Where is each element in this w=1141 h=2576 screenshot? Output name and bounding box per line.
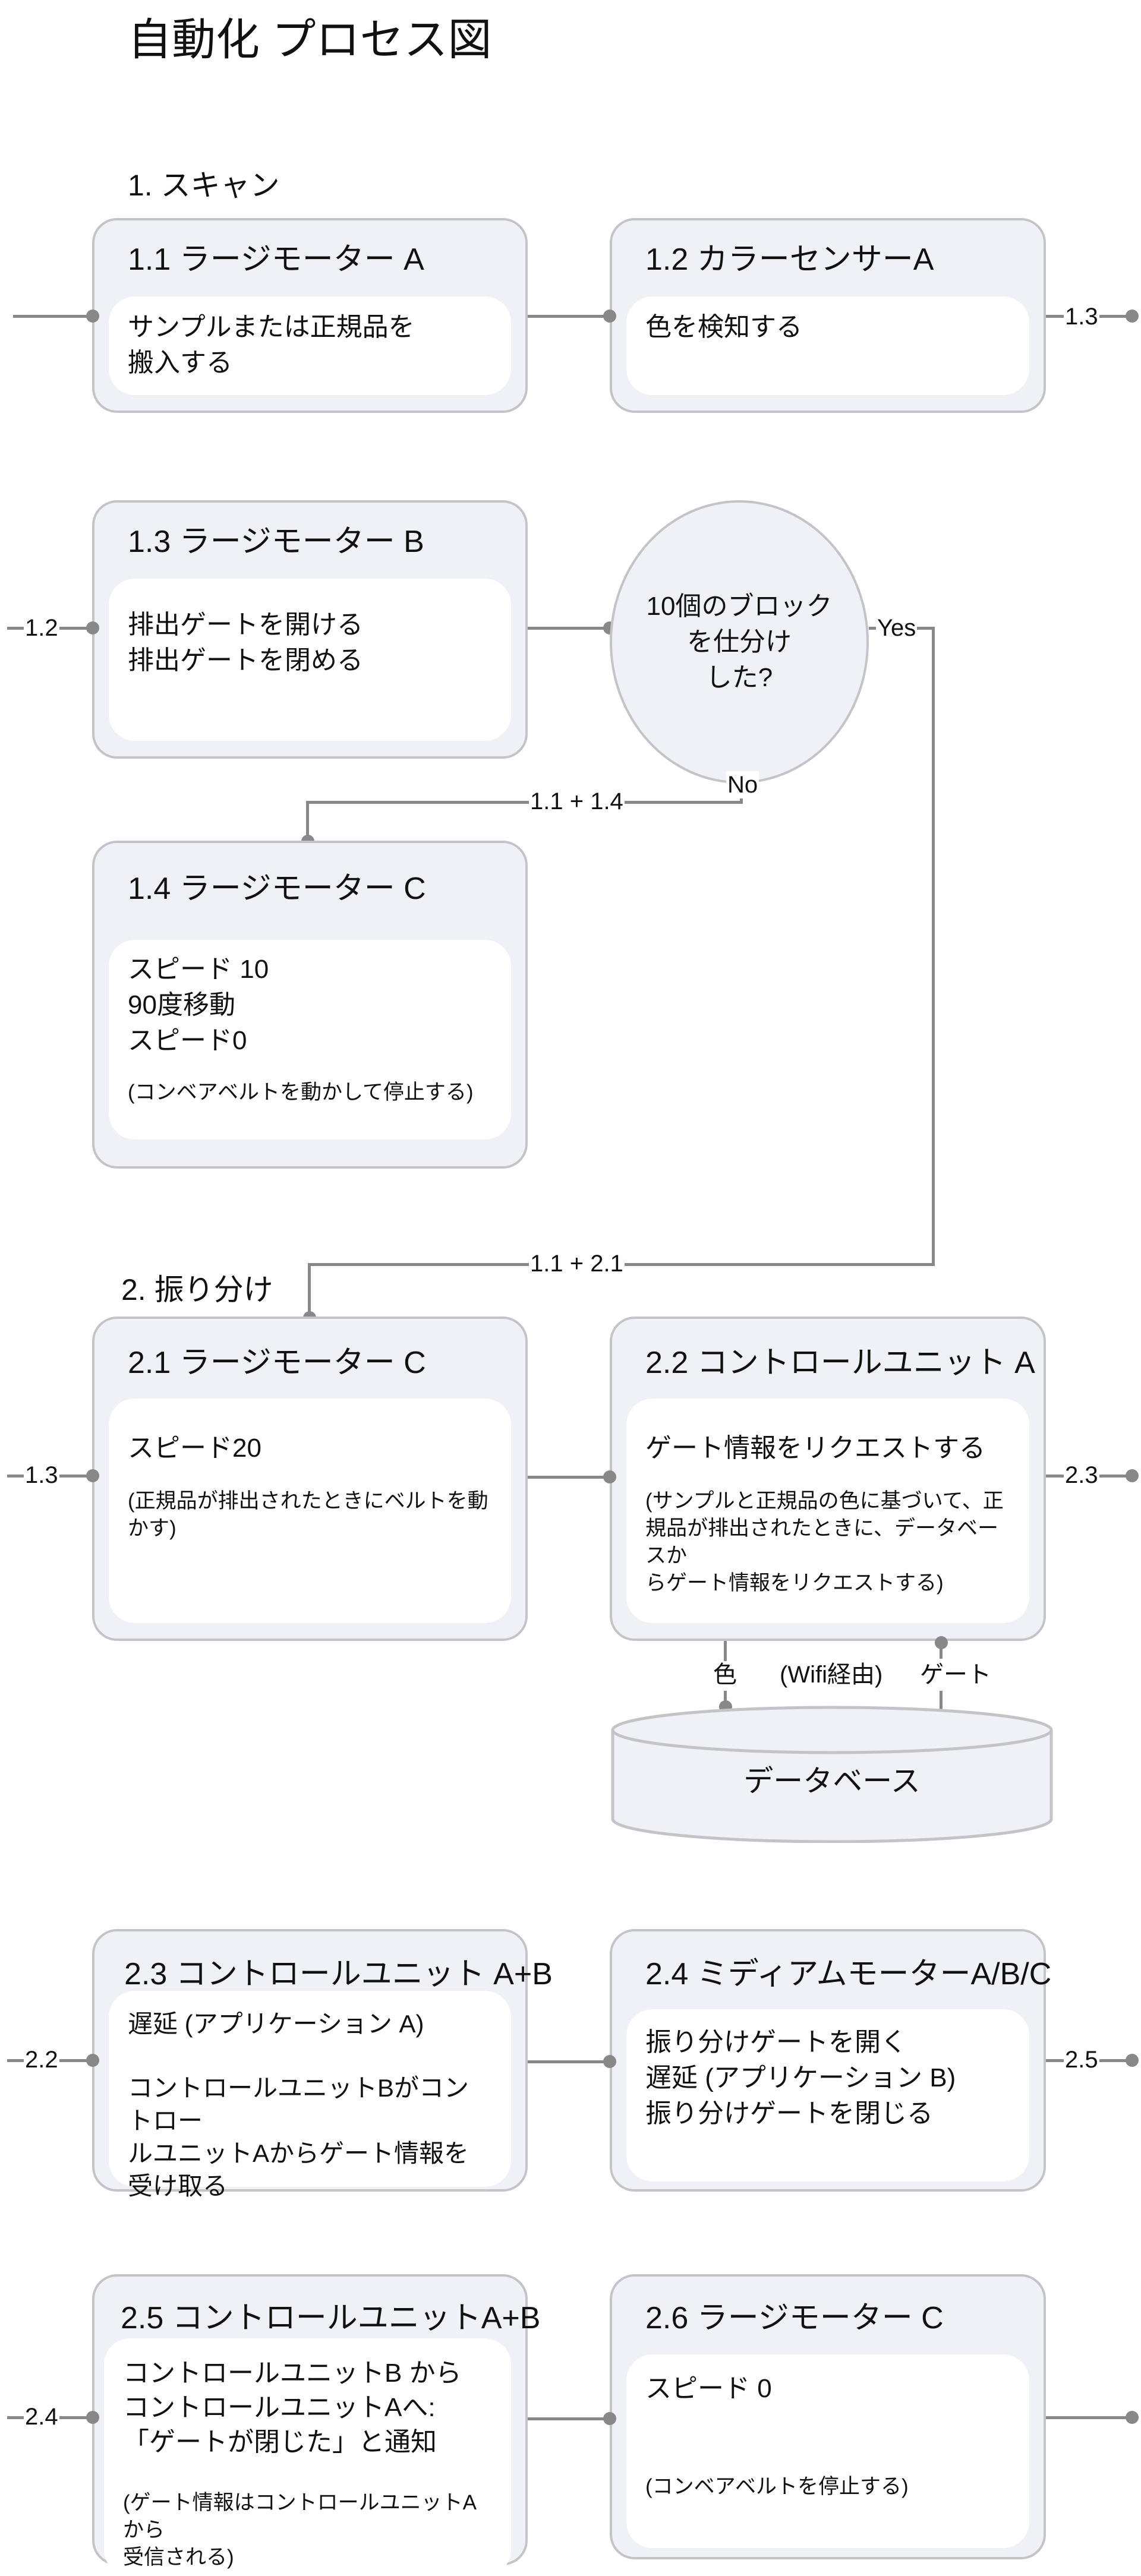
connector-line [528, 2417, 610, 2420]
box-body-text: スピード 10 90度移動 スピード0 [128, 955, 269, 1055]
connector-line [306, 801, 743, 804]
yes-label: Yes [876, 614, 918, 642]
connector-dot [1126, 310, 1139, 323]
connector-line [308, 1263, 311, 1318]
connector-line [724, 1641, 727, 1663]
box-title: 1.3 ラージモーター B [128, 525, 424, 559]
box-body: 振り分けゲートを開く 遅延 (アプリケーション B) 振り分けゲートを閉じる [626, 2009, 1029, 2182]
box-body-text: 排出ゲートを開ける 排出ゲートを閉める [128, 610, 363, 675]
box-body: サンプルまたは正規品を 搬入する [109, 296, 511, 395]
box-note-text: (コンベアベルトを動かして停止する) [128, 1081, 474, 1104]
box-note-text: (正規品が排出されたときにベルトを動 かす) [128, 1489, 488, 1540]
offpage-link-1-2[interactable]: 1.2 [24, 614, 59, 642]
yes-path-label: 1.1 + 2.1 [529, 1250, 625, 1277]
offpage-link-2-2[interactable]: 2.2 [24, 2046, 59, 2073]
connector-dot [603, 1470, 616, 1483]
section-sort-heading: 2. 振り分け [121, 1273, 273, 1306]
box-body-text: ゲート情報をリクエストする [645, 1434, 985, 1463]
process-box-2-1[interactable]: 2.1 ラージモーター C スピード20 (正規品が排出されたときにベルトを動 … [92, 1317, 528, 1641]
connector-line [1046, 2416, 1132, 2419]
no-path-label: 1.1 + 1.4 [529, 788, 625, 815]
box-body-text: 色を検知する [645, 312, 802, 342]
wifi-label: (Wifi経由) [778, 1661, 884, 1688]
connector-dot [86, 621, 99, 634]
connector-line [932, 627, 935, 1265]
box-title: 2.1 ラージモーター C [128, 1346, 426, 1380]
process-box-2-5[interactable]: 2.5 コントロールユニットA+B コントロールユニットB から コントロールユ… [92, 2274, 540, 2576]
box-body: スピード 0 (コンベアベルトを停止する) [626, 2354, 1029, 2548]
box-body-text: コントロールユニットBがコントロー ルユニットAからゲート情報を 受け取る [128, 2074, 469, 2200]
process-box-2-6[interactable]: 2.6 ラージモーター C スピード 0 (コンベアベルトを停止する) [610, 2274, 1046, 2559]
box-title: 1.1 ラージモーター A [128, 242, 424, 277]
offpage-link-1-3[interactable]: 1.3 [24, 1461, 59, 1489]
box-title: 2.2 コントロールユニット A [645, 1346, 1035, 1380]
connector-line [528, 2060, 610, 2063]
box-body: ゲート情報をリクエストする (サンプルと正規品の色に基づいて、正 規品が排出され… [626, 1399, 1029, 1623]
box-body-text: コントロールユニットB から コントロールユニットAへ: 「ゲートが閉じた」と通… [123, 2359, 462, 2457]
connector-line [528, 315, 610, 318]
box-title: 1.4 ラージモーター C [128, 872, 426, 906]
process-box-2-2[interactable]: 2.2 コントロールユニット A ゲート情報をリクエストする (サンプルと正規品… [610, 1317, 1046, 1641]
connector-line [306, 801, 309, 841]
offpage-link-1-3[interactable]: 1.3 [1064, 303, 1099, 330]
decision-text: 10個のブロック を仕分け した? [646, 591, 833, 692]
connector-line [724, 1691, 727, 1707]
box-body-text: サンプルまたは正規品を 搬入する [128, 312, 415, 377]
box-body: コントロールユニットB から コントロールユニットAへ: 「ゲートが閉じた」と通… [104, 2338, 511, 2576]
box-title: 2.3 コントロールユニット A+B [124, 1957, 553, 1991]
no-label: No [726, 771, 759, 798]
connector-dot [1126, 1469, 1139, 1482]
decision-node[interactable]: 10個のブロック を仕分け した? [610, 500, 869, 784]
process-box-1-3[interactable]: 1.3 ラージモーター B 排出ゲートを開ける 排出ゲートを閉める [92, 500, 528, 759]
box-body-text: スピード 0 [645, 2374, 772, 2403]
box-note-text: (サンプルと正規品の色に基づいて、正 規品が排出されたときに、データベースか ら… [645, 1489, 1004, 1595]
offpage-link-2-5[interactable]: 2.5 [1064, 2046, 1099, 2073]
process-box-1-2[interactable]: 1.2 カラーセンサーA 色を検知する [610, 218, 1046, 413]
box-body: 排出ゲートを開ける 排出ゲートを閉める [109, 579, 511, 741]
connector-dot [86, 2411, 99, 2424]
box-body: 色を検知する [626, 296, 1029, 395]
connector-line [13, 315, 93, 318]
database-cylinder [611, 1706, 1053, 1843]
connector-dot [86, 310, 99, 323]
connector-line [528, 1476, 610, 1479]
box-note-text: (コンベアベルトを停止する) [645, 2475, 909, 2498]
offpage-link-2-4[interactable]: 2.4 [24, 2403, 59, 2430]
box-title: 1.2 カラーセンサーA [645, 242, 934, 277]
box-title: 2.6 ラージモーター C [645, 2301, 944, 2335]
connector-line [940, 1641, 943, 1659]
section-scan-heading: 1. スキャン [128, 169, 280, 202]
process-box-2-4[interactable]: 2.4 ミディアムモーターA/B/C 振り分けゲートを開く 遅延 (アプリケーシ… [610, 1929, 1051, 2192]
process-box-2-3[interactable]: 2.3 コントロールユニット A+B 遅延 (アプリケーション A) コントロー… [92, 1929, 553, 2200]
process-box-1-1[interactable]: 1.1 ラージモーター A サンプルまたは正規品を 搬入する [92, 218, 528, 413]
offpage-link-2-3[interactable]: 2.3 [1064, 1461, 1099, 1489]
gate-data-label: ゲート [919, 1661, 992, 1688]
connector-dot [86, 1469, 99, 1482]
connector-line [528, 627, 610, 630]
connector-dot [603, 2412, 616, 2425]
page-title: 自動化 プロセス図 [128, 15, 492, 64]
color-data-label: 色 [712, 1661, 738, 1688]
connector-dot [1126, 2054, 1139, 2067]
box-title: 2.5 コントロールユニットA+B [121, 2301, 541, 2335]
connector-dot [603, 2055, 616, 2068]
box-title: 2.4 ミディアムモーターA/B/C [645, 1957, 1052, 1991]
box-body-text: スピード20 [128, 1434, 261, 1463]
connector-dot [603, 310, 616, 323]
box-body-text: 遅延 (アプリケーション A) [128, 2010, 424, 2038]
box-body: スピード20 (正規品が排出されたときにベルトを動 かす) [109, 1399, 511, 1623]
box-body-text: 振り分けゲートを開く 遅延 (アプリケーション B) 振り分けゲートを閉じる [645, 2028, 956, 2128]
connector-dot [1126, 2411, 1139, 2424]
connector-dot [86, 2054, 99, 2067]
process-box-1-4[interactable]: 1.4 ラージモーター C スピード 10 90度移動 スピード0 (コンベアベ… [92, 841, 528, 1169]
box-body: スピード 10 90度移動 スピード0 (コンベアベルトを動かして停止する) [109, 940, 511, 1139]
connector-line [940, 1691, 943, 1711]
box-note-text: (ゲート情報はコントロールユニットAから 受信される) [123, 2491, 477, 2569]
database-label: データベース [743, 1764, 921, 1798]
box-body: 遅延 (アプリケーション A) コントロールユニットBがコントロー ルユニットA… [109, 1991, 511, 2200]
